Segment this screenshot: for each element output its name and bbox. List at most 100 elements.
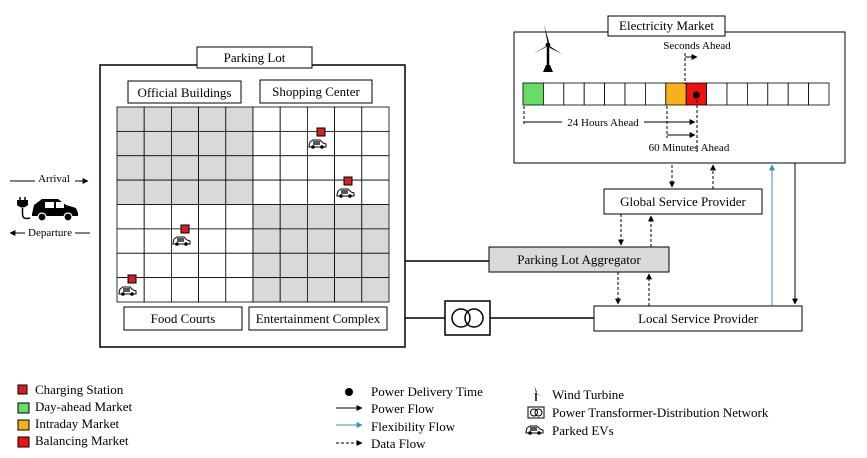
parking-space (198, 130, 227, 157)
parking-lot-title-box (196, 46, 313, 69)
parking-space (306, 277, 335, 303)
parking-space (252, 277, 281, 303)
parking-space (116, 204, 145, 230)
transformer-icon (444, 300, 491, 336)
charging-station-icon (127, 274, 137, 284)
parking-space (225, 228, 254, 254)
parking-space (252, 155, 281, 181)
timeline-slot (543, 82, 565, 106)
charging-station-icon (316, 127, 326, 137)
timeline-slot (645, 82, 667, 106)
wind-turbine-icon (531, 386, 541, 401)
hours-ahead-label: 24 Hours Ahead (567, 117, 639, 129)
zone-food-label: Food Courts (151, 311, 216, 326)
zone-official-box (127, 80, 242, 104)
timeline-slot (747, 82, 769, 106)
minutes-ahead-label: 60 Minutes Ahead (649, 142, 730, 154)
parking-space (334, 204, 363, 230)
timeline-slot (563, 82, 585, 106)
parking-space (334, 252, 363, 279)
ev-spot-2 (336, 176, 355, 199)
legend-swatch-day-ahead (17, 402, 30, 414)
parking-space (306, 228, 335, 254)
parking-space (334, 106, 363, 132)
parking-space (306, 204, 335, 230)
lsp-label: Local Service Provider (638, 311, 759, 326)
legend-charging-station: Charging Station (35, 382, 124, 397)
parking-space (116, 106, 145, 132)
legend-swatch-intraday (17, 419, 30, 431)
legend-intraday: Intraday Market (35, 416, 119, 431)
parking-space (143, 252, 172, 279)
parking-space (361, 228, 390, 254)
parking-space (170, 252, 199, 279)
parking-space (170, 106, 199, 132)
parking-space (143, 277, 172, 303)
ev-spot-1 (308, 127, 327, 150)
parking-space (361, 106, 390, 132)
market-title-box (607, 15, 726, 37)
parking-space (361, 130, 390, 157)
parking-space (198, 179, 227, 205)
parking-space (306, 155, 335, 181)
parking-space (116, 179, 145, 205)
parking-space (225, 130, 254, 157)
parking-space (252, 252, 281, 279)
parking-space (279, 130, 308, 157)
parking-space (361, 155, 390, 181)
legend-wind-turbine: Wind Turbine (552, 387, 624, 402)
parking-space (334, 155, 363, 181)
parking-space (279, 228, 308, 254)
pla-box (488, 246, 670, 273)
parking-space (279, 252, 308, 279)
parking-space (361, 204, 390, 230)
ev-plug-icon (17, 197, 78, 222)
market-timeline (522, 82, 830, 106)
parking-space (279, 179, 308, 205)
parking-space (170, 130, 199, 157)
parking-space (143, 106, 172, 132)
parking-space (143, 130, 172, 157)
parking-space (361, 252, 390, 279)
pla-label: Parking Lot Aggregator (517, 252, 641, 267)
timeline-slot (522, 82, 544, 106)
parking-space (252, 130, 281, 157)
parking-lot-title: Parking Lot (224, 50, 286, 65)
legend-balancing: Balancing Market (35, 433, 129, 448)
legend-transformer: Power Transformer-Distribution Network (552, 405, 769, 420)
car-icon (525, 425, 544, 436)
parking-space (334, 277, 363, 303)
zone-shopping-box (259, 79, 373, 104)
legend: Charging Station Day-ahead Market Intrad… (17, 382, 769, 451)
parking-space (143, 179, 172, 205)
transformer-icon (527, 406, 545, 419)
parking-space (252, 179, 281, 205)
timeline-slot (726, 82, 748, 106)
delivery-dot-icon (345, 388, 353, 396)
parking-space (361, 277, 390, 303)
lsp-box (593, 305, 803, 332)
parking-space (225, 252, 254, 279)
parking-space (252, 204, 281, 230)
parking-space (306, 252, 335, 279)
ev-spot-3 (172, 224, 191, 247)
timeline-slot (787, 82, 810, 106)
parking-space (225, 204, 254, 230)
parking-space (334, 228, 363, 254)
zone-food-box (123, 306, 243, 331)
wind-turbine-icon (533, 25, 562, 72)
gsp-label: Global Service Provider (620, 194, 746, 209)
parking-space (279, 155, 308, 181)
zone-entertainment-label: Entertainment Complex (256, 311, 381, 326)
parking-space (198, 228, 227, 254)
market-title: Electricity Market (619, 18, 714, 33)
arrival-label: Arrival (38, 173, 70, 185)
parking-space (170, 155, 199, 181)
legend-swatch-charging (17, 384, 28, 395)
parking-space (143, 155, 172, 181)
parking-space (143, 204, 172, 230)
parking-space (225, 106, 254, 132)
parking-space (198, 252, 227, 279)
parking-space (279, 277, 308, 303)
